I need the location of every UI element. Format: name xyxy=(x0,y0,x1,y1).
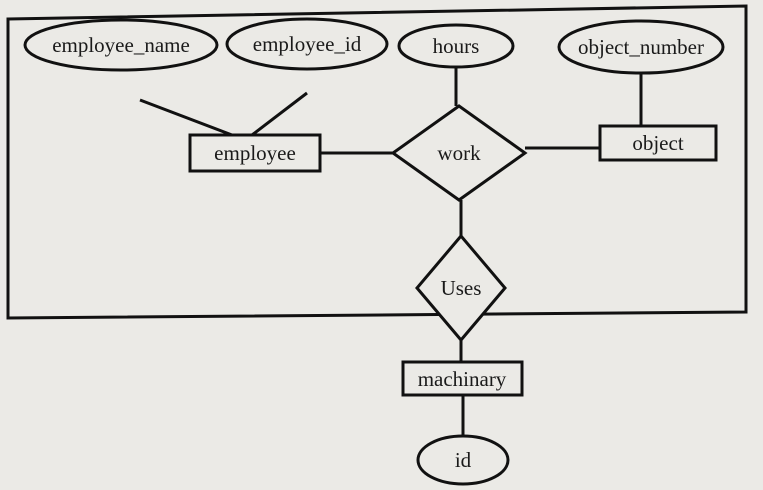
relationship-label: work xyxy=(437,141,481,165)
attribute-label: hours xyxy=(433,34,480,58)
attribute-id: id xyxy=(416,434,510,486)
attribute-hours: hours xyxy=(397,23,515,69)
relationship-uses: Uses xyxy=(415,233,507,343)
attribute-employee-name: employee_name xyxy=(23,18,219,72)
entity-machinary: machinary xyxy=(401,360,524,397)
entity-label: employee xyxy=(214,141,296,165)
entity-label: object xyxy=(632,131,683,155)
entity-employee: employee xyxy=(188,133,322,173)
relationship-work: work xyxy=(390,104,528,202)
attribute-object-number: object_number xyxy=(557,19,725,75)
attribute-label: employee_id xyxy=(253,32,362,56)
attribute-label: object_number xyxy=(578,35,704,59)
line-employee-id xyxy=(251,91,308,137)
line-employee-name xyxy=(139,98,233,137)
aggregation-box xyxy=(6,4,748,320)
entity-object: object xyxy=(598,124,718,162)
attribute-label: id xyxy=(455,448,472,472)
entity-label: machinary xyxy=(418,367,507,391)
relationship-label: Uses xyxy=(441,276,482,300)
attribute-employee-id: employee_id xyxy=(225,17,389,71)
attribute-label: employee_name xyxy=(52,33,190,57)
